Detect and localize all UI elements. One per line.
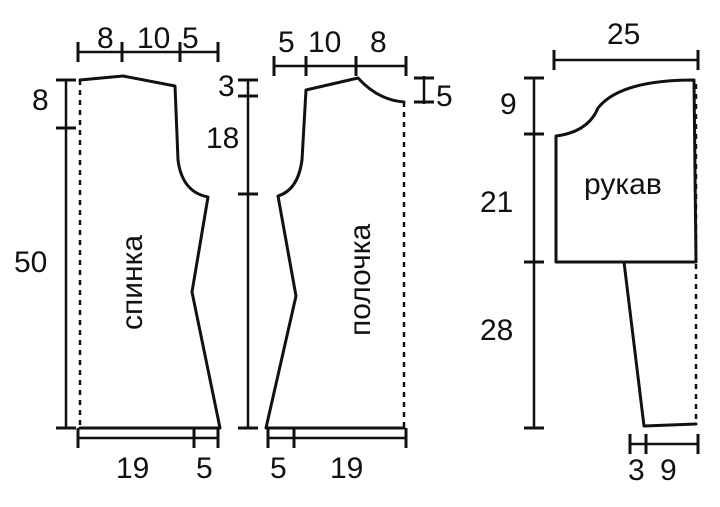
sleeve-cap-outline: [554, 78, 698, 264]
back-left-dim-1: 8: [32, 84, 49, 117]
front-piece: 5 10 8 3 18 5 полочка 5 19: [206, 26, 453, 485]
front-outline: [264, 76, 406, 430]
back-bottom-dim-2: 5: [196, 452, 213, 485]
back-top-dim-1: 8: [97, 22, 114, 55]
front-right-dim-1: 5: [436, 80, 453, 113]
back-top-dim-3: 5: [182, 22, 199, 55]
sleeve-left-dim-3: 28: [480, 314, 513, 347]
front-left-dim-2: 18: [206, 122, 239, 155]
front-left-dim-1: 3: [218, 70, 235, 103]
front-top-dim-3: 8: [370, 26, 387, 59]
sleeve-piece: 25 9 21 28 рукав 3 9: [480, 18, 700, 487]
sleeve-label: рукав: [584, 168, 662, 201]
back-piece: 8 10 5 8 50 спинка 19 5: [14, 22, 222, 485]
back-bottom-dim-1: 19: [116, 452, 149, 485]
front-label: полочка: [344, 223, 377, 336]
back-outline: [78, 74, 222, 430]
sleeve-left-dim-2: 21: [480, 186, 513, 219]
front-bottom-dim-1: 5: [270, 452, 287, 485]
back-left-dim-2: 50: [14, 246, 47, 279]
front-top-dim-1: 5: [278, 26, 295, 59]
sleeve-arm-outline: [622, 260, 698, 428]
back-label: спинка: [116, 235, 149, 330]
sleeve-bottom-dim-1: 3: [628, 454, 645, 487]
front-bottom-dim-2: 19: [330, 452, 363, 485]
sleeve-bottom-dim-2: 9: [660, 454, 677, 487]
sleeve-top-dim-1: 25: [607, 18, 640, 51]
sleeve-left-dim-1: 9: [500, 88, 517, 121]
front-top-dim-2: 10: [308, 26, 341, 59]
back-top-dim-2: 10: [137, 22, 170, 55]
